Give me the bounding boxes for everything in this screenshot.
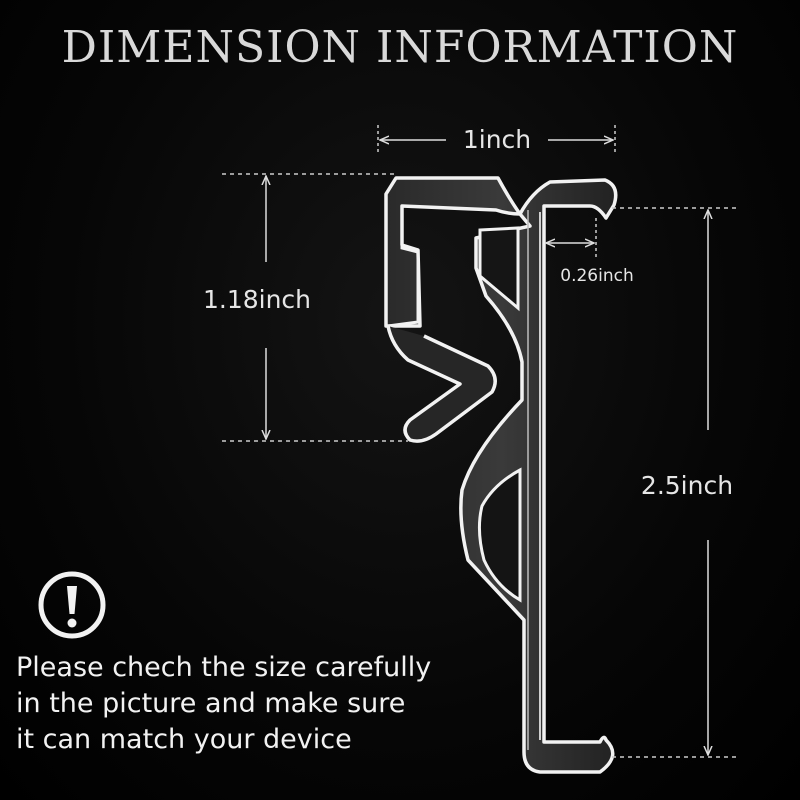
clip-height-dimension: 1.18inch [203,173,408,442]
gap-dimension: 0.26inch [546,218,634,286]
page-title: DIMENSION INFORMATION [61,22,739,73]
notice-line: in the picture and make sure [16,688,406,719]
notice-line: it can match your device [16,724,352,755]
total-height-dimension: 2.5inch [612,207,740,758]
width-label: 1inch [463,125,531,154]
clip-height-label: 1.18inch [203,285,311,314]
notice-line: Please chech the size carefully [16,652,432,683]
gap-label: 0.26inch [560,266,633,286]
width-dimension: 1inch [377,125,616,155]
total-height-label: 2.5inch [641,471,733,500]
size-notice: Please chech the size carefully in the p… [16,650,496,758]
exclamation-circle-icon [37,570,107,640]
hanger-hook-illustration [384,176,618,774]
